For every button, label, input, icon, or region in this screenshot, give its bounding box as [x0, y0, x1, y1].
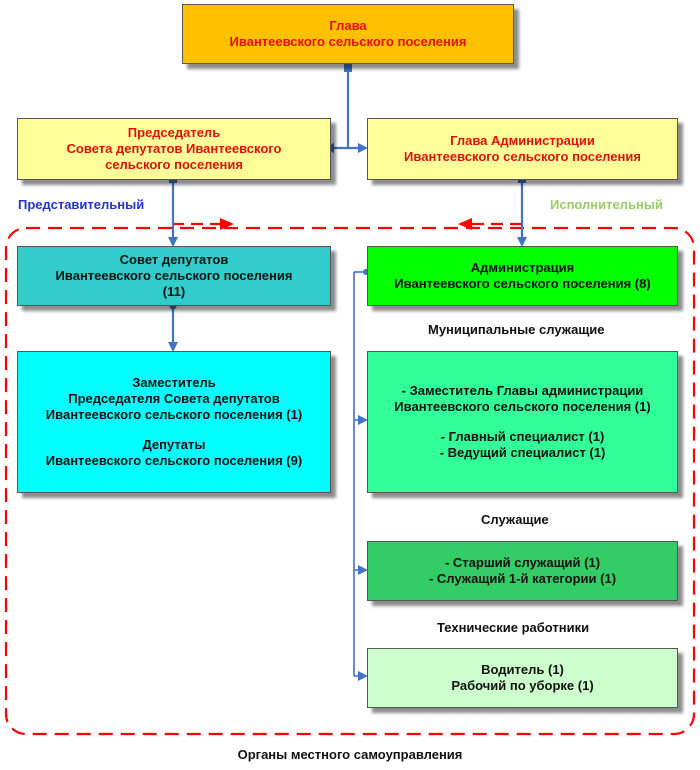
- deputies-title: Депутаты: [142, 437, 206, 452]
- employees-label: Служащие: [481, 512, 549, 527]
- head-title: Глава: [329, 18, 367, 33]
- executive-label: Исполнительный: [550, 197, 663, 212]
- council-box: Совет депутатов Ивантеевского сельского …: [17, 246, 331, 306]
- municipal-box: - Заместитель Главы администрации Иванте…: [367, 351, 678, 493]
- local-government-frame: [4, 226, 696, 736]
- municipal-group2-line2: - Ведущий специалист (1): [439, 445, 606, 460]
- admin-head-box: Глава Администрации Ивантеевского сельск…: [367, 118, 678, 180]
- administration-subtitle: Ивантеевского сельского поселения (8): [394, 276, 651, 291]
- employees-box: - Старший служащий (1) - Служащий 1-й ка…: [367, 541, 678, 601]
- chairman-line-2: Совета депутатов Ивантеевского: [66, 141, 282, 156]
- deputies-subtitle: Ивантеевского сельского поселения (9): [45, 453, 303, 468]
- council-count: (11): [162, 284, 186, 299]
- chairman-title: Председатель: [127, 125, 221, 140]
- deputy-chair-line-3: Ивантеевского сельского поселения (1): [45, 407, 303, 422]
- head-connector-dot: [344, 64, 352, 72]
- head-box: Глава Ивантеевского сельского поселения: [182, 4, 514, 64]
- representative-label: Представительный: [18, 197, 145, 212]
- deputies-box: Заместитель Председателя Совета депутато…: [17, 351, 331, 493]
- municipal-group1-line2: Ивантеевского сельского поселения (1): [394, 399, 651, 414]
- admin-head-subtitle: Ивантеевского сельского поселения: [404, 149, 641, 164]
- technical-box: Водитель (1) Рабочий по уборке (1): [367, 648, 678, 708]
- administration-box: Администрация Ивантеевского сельского по…: [367, 246, 678, 306]
- chairman-box: Председатель Совета депутатов Ивантеевск…: [17, 118, 331, 180]
- council-title: Совет депутатов: [119, 252, 229, 267]
- employees-line-2: - Служащий 1-й категории (1): [428, 571, 617, 586]
- administration-title: Администрация: [470, 260, 575, 275]
- chairman-line-3: сельского поселения: [105, 157, 243, 172]
- footer-caption: Органы местного самоуправления: [237, 747, 463, 762]
- head-subtitle: Ивантеевского сельского поселения: [229, 34, 467, 49]
- council-subtitle: Ивантеевского сельского поселения: [55, 268, 293, 283]
- employees-line-1: - Старший служащий (1): [444, 555, 601, 570]
- technical-line-2: Рабочий по уборке (1): [451, 678, 594, 693]
- deputy-chair-title: Заместитель: [132, 375, 216, 390]
- admin-head-title: Глава Администрации: [450, 133, 595, 148]
- municipal-group2-line1: - Главный специалист (1): [440, 429, 605, 444]
- municipal-group1-line1: - Заместитель Главы администрации: [401, 383, 644, 398]
- technical-label: Технические работники: [437, 620, 590, 635]
- technical-line-1: Водитель (1): [481, 662, 564, 677]
- deputy-chair-line-2: Председателя Совета депутатов: [68, 391, 280, 406]
- municipal-label: Муниципальные служащие: [428, 322, 605, 337]
